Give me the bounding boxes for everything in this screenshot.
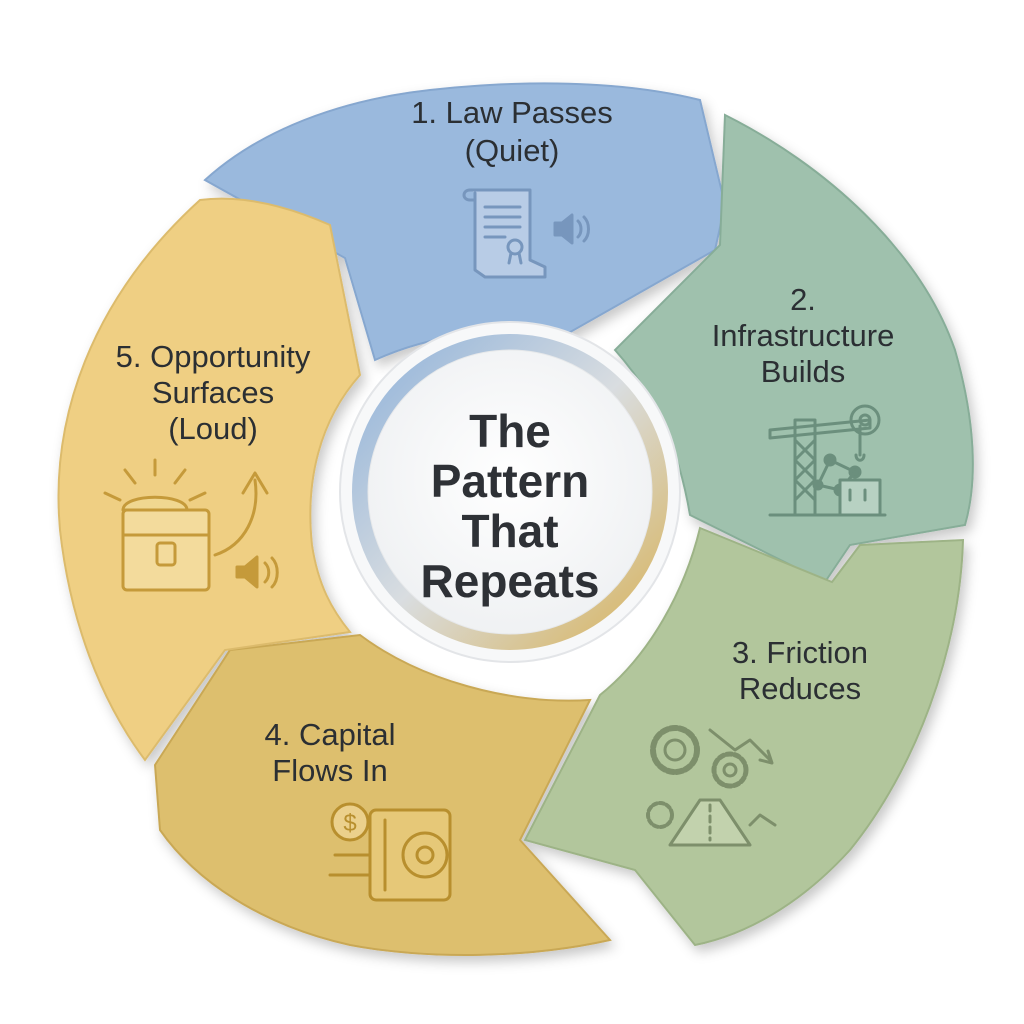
center-title-line: The	[469, 405, 551, 457]
step-label-line: 2.	[790, 282, 816, 317]
step-label-line: Flows In	[272, 753, 387, 788]
step-label-line: 5. Opportunity	[116, 339, 311, 374]
crane-network-icon	[768, 404, 887, 517]
step-label-law-passes: 1. Law Passes(Quiet)	[411, 95, 613, 168]
step-label-line: Infrastructure	[712, 318, 895, 353]
step-label-line: 1. Law Passes	[411, 95, 613, 130]
segment-capital-flows-in	[153, 633, 612, 956]
step-label-line: Builds	[761, 354, 845, 389]
gears-road-icon	[646, 725, 777, 847]
step-label-line: 4. Capital	[265, 717, 396, 752]
step-label-line: Surfaces	[152, 375, 274, 410]
step-label-line: Reduces	[739, 671, 861, 706]
center-title-line: Repeats	[421, 555, 600, 607]
scroll-speaker-icon	[462, 188, 590, 279]
step-label-line: (Loud)	[168, 411, 258, 446]
step-label-line: 3. Friction	[732, 635, 868, 670]
center-title-line: Pattern	[431, 455, 589, 507]
treasure-chest-icon	[103, 458, 279, 592]
step-label-line: (Quiet)	[465, 133, 560, 168]
svg-text:$: $	[343, 810, 356, 837]
segment-friction-reduces	[523, 526, 965, 947]
center-title-line: That	[461, 505, 558, 557]
money-vault-icon: $	[328, 802, 452, 902]
segment-opportunity-surfaces	[57, 197, 362, 762]
center-hub	[339, 321, 681, 663]
